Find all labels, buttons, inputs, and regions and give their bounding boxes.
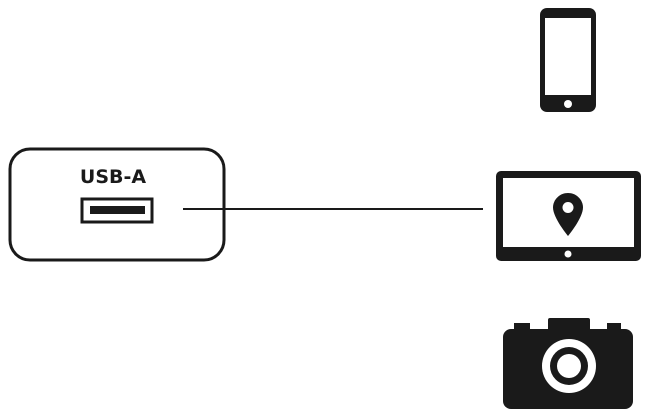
usb-a-port-icon — [80, 197, 154, 224]
smartphone-icon — [540, 8, 596, 112]
map-pin-icon — [553, 193, 583, 236]
charger-body — [8, 147, 226, 262]
usb-charger: USB-A — [8, 147, 226, 262]
usb-port-label: USB-A — [80, 166, 146, 188]
camera-icon — [503, 318, 633, 409]
tablet-navigation-icon — [496, 171, 641, 261]
